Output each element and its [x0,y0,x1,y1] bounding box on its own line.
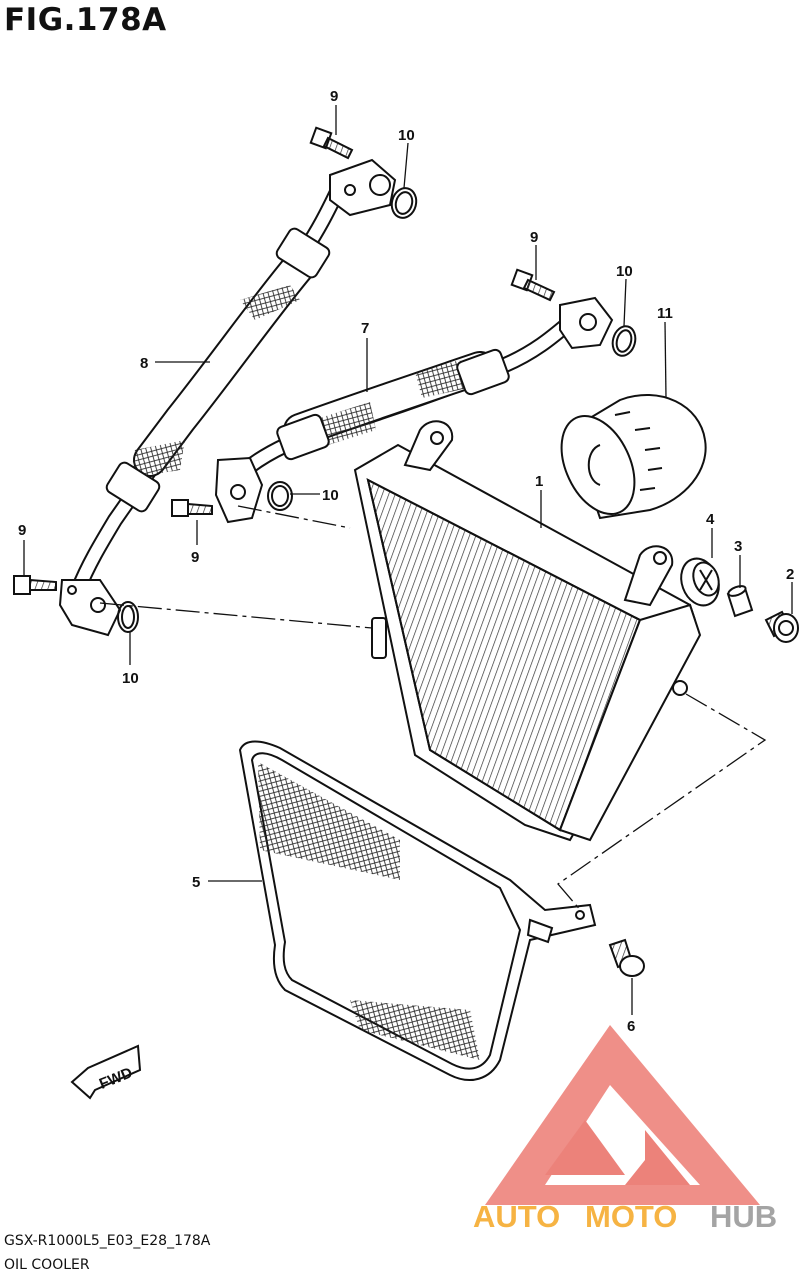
leader-lines [23,105,793,1015]
collar-3 [726,585,754,618]
oil-cooler-1 [353,420,702,842]
o-ring-10 [117,187,637,633]
bolt-9-mid [510,268,556,302]
oil-hose-8 [58,158,397,637]
callout-9-mid: 9 [530,229,538,246]
bolt-9-top [309,126,354,160]
watermark-logo [485,1025,760,1205]
callout-6: 6 [627,1018,635,1035]
damper-4 [680,557,720,607]
bolt-2 [764,610,799,643]
callout-10-mid: 10 [616,263,633,280]
fwd-direction-marker: FWD [70,1044,142,1100]
callout-8: 8 [140,355,148,372]
watermark-hub: HUB [710,1199,777,1234]
section-name: OIL COOLER [4,1257,90,1273]
callout-10-left: 10 [122,670,139,687]
figure-title: FIG.178A [4,2,167,38]
callout-9-hose7: 9 [191,549,199,566]
callout-2: 2 [786,566,794,583]
model-code: GSX-R1000L5_E03_E28_178A [4,1233,211,1249]
callout-11: 11 [657,305,673,322]
callout-4: 4 [706,511,715,528]
oil-hose-7 [214,296,614,524]
watermark-text: AUTO MOTO HUB [473,1199,777,1234]
callout-10-top: 10 [398,127,415,144]
part-callouts: 9 10 9 10 7 11 8 1 10 9 9 4 3 2 10 5 6 [18,88,794,1035]
bolt-9-left [13,575,57,595]
screw-6 [608,938,645,977]
callout-3: 3 [734,538,742,555]
watermark-auto: AUTO [473,1199,560,1234]
callout-1: 1 [535,473,543,490]
callout-5: 5 [192,874,200,891]
bolt-9-hose7 [171,499,213,517]
oil-filter-11 [560,394,707,520]
cooler-guard-5 [238,740,597,1081]
callout-7: 7 [361,320,369,337]
callout-9-left: 9 [18,522,26,539]
watermark-moto: MOTO [585,1199,677,1234]
callout-10-hose7: 10 [322,487,339,504]
callout-9-top: 9 [330,88,338,105]
